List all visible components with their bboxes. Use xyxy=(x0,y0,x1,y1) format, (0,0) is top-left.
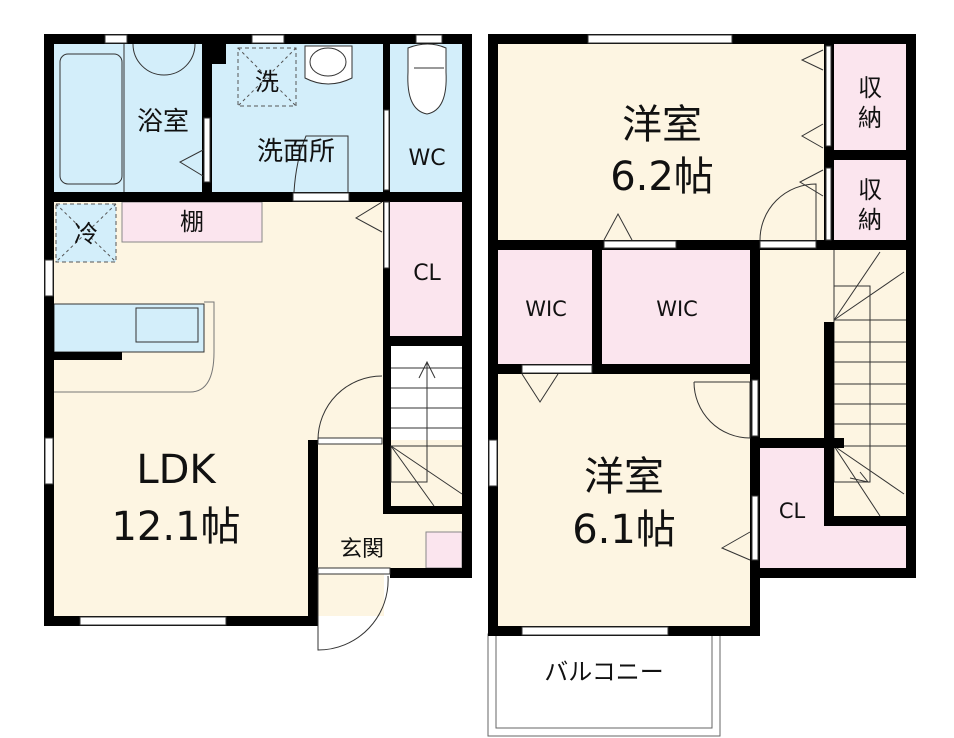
ldk-name: LDK xyxy=(136,447,217,493)
room2-name: 洋室 xyxy=(584,454,664,500)
storage1-char2: 納 xyxy=(858,104,882,132)
fridge-label: 冷 xyxy=(74,220,98,248)
storage2-char2: 納 xyxy=(858,206,882,234)
closet2-label: CL xyxy=(779,499,806,523)
shelf-label: 棚 xyxy=(180,208,204,236)
wic1-label: WIC xyxy=(525,297,567,321)
room1-size: 6.2帖 xyxy=(610,154,714,200)
washroom-label: 洗面所 xyxy=(257,137,335,167)
washer-label: 洗 xyxy=(255,68,279,96)
entrance-label: 玄関 xyxy=(340,537,384,562)
floor-1 xyxy=(44,34,472,651)
wc-label: WC xyxy=(408,146,445,171)
wic2-label: WIC xyxy=(656,297,698,321)
room2-size: 6.1帖 xyxy=(572,507,676,553)
balcony-label: バルコニー xyxy=(544,658,664,686)
ldk-size: 12.1帖 xyxy=(111,504,240,550)
storage2-char1: 収 xyxy=(858,176,882,204)
floor-2 xyxy=(487,34,916,737)
storage1-char1: 収 xyxy=(858,74,882,102)
bath-label: 浴室 xyxy=(137,107,189,137)
room1-name: 洋室 xyxy=(622,102,702,148)
closet1-label: CL xyxy=(413,261,441,286)
